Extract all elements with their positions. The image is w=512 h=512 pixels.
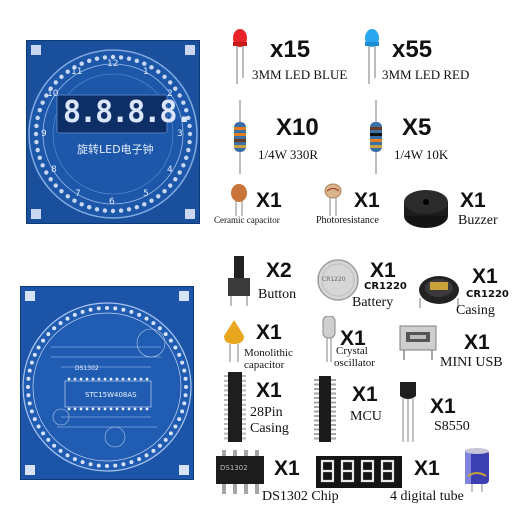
back-rtc-label: DS1302 [75,365,99,372]
s8550-label: S8550 [434,419,470,434]
monolithic-capacitor-icon [224,320,244,362]
led-red-label: 3MM LED RED [382,67,470,82]
mcu-chip-icon [314,376,336,442]
clock-number-6: 6 [109,197,115,207]
miniusb-qty: X1 [464,331,490,354]
buzzer-qty: X1 [460,189,486,212]
clock-number-5: 5 [143,189,149,199]
mcu-qty: X1 [352,383,378,406]
miniusb-label: MINI USB [440,355,503,370]
casing-label: Casing [456,303,495,318]
tube-label: 4 digital tube [390,489,464,504]
front-chinese-title: 旋转LED电子钟 [77,143,154,156]
ceramic-capacitor-icon [231,184,247,216]
clock-number-12: 12 [107,59,119,69]
battery-sub: CR1220 [364,281,407,292]
mini-usb-icon [399,325,437,360]
front-display-digits: 8.8.8.8. [63,95,193,130]
ceramic-qty: X1 [256,189,282,212]
buzzer-icon [404,190,448,228]
pcb-back-artwork [22,291,192,475]
electrolytic-capacitor-icon [465,448,489,492]
pin28-label-line2: Casing [250,421,289,436]
battery-label: Battery [352,295,394,310]
monolithic-qty: X1 [256,321,282,344]
ceramic-label: Ceramic capacitor [214,215,280,225]
pcb-front-artwork [28,45,198,219]
transistor-icon [400,382,416,442]
battery-holder-icon [419,276,459,308]
red-led-icon [233,29,247,84]
pcb-back-board: STC15W408AS DS1302 [20,286,194,480]
blue-led-icon [365,29,379,84]
casing-qty: X1 [472,265,498,288]
buzzer-label: Buzzer [458,213,498,228]
s8550-qty: X1 [430,395,456,418]
battery-printed-text: CR1220 [322,276,346,283]
crystal-qty: X1 [340,327,366,350]
digital-tube-icon [316,456,402,488]
pin28-label-line1: 28Pin [250,405,283,420]
led-blue-qty: x15 [270,36,311,63]
coin-battery-icon [317,259,359,301]
casing-sub: CR1220 [466,289,509,300]
clock-number-8: 8 [51,165,57,175]
pin28-qty: X1 [256,379,282,402]
mcu-label: MCU [350,409,382,424]
ds1302-chip-icon [216,450,264,494]
crystal-label-line1: Crystal [336,345,368,357]
photo-qty: X1 [354,189,380,212]
res-10k-qty: X5 [402,114,432,141]
crystal-oscillator-icon [322,316,336,362]
monolithic-label-line1: Monolithic [244,347,293,359]
push-button-icon [228,256,250,306]
monolithic-label-line2: capacitor [244,359,285,371]
ds1302-qty: X1 [274,457,300,480]
ds1302-label: DS1302 Chip [262,489,339,504]
ic-socket-28pin-icon [224,372,246,442]
led-blue-label: 3MM LED BLUE [252,67,348,82]
clock-number-1: 1 [143,67,149,77]
resistor-330-icon [234,100,246,174]
button-label: Button [258,287,297,302]
back-chip-label: STC15W408AS [85,391,137,399]
clock-number-3: 3 [177,129,183,139]
res-330-label: 1/4W 330R [258,147,319,162]
clock-number-10: 10 [47,89,59,99]
battery-qty: X1 [370,259,396,282]
tube-qty: X1 [414,457,440,480]
led-red-qty: x55 [392,36,433,63]
photo-label: Photoresistance [316,215,379,226]
clock-number-4: 4 [167,165,173,175]
clock-number-7: 7 [75,189,81,199]
res-330-qty: X10 [276,114,319,141]
res-10k-label: 1/4W 10K [394,147,449,162]
resistor-10k-icon [370,100,382,174]
ds1302-printed-text: DS1302 [220,464,248,472]
clock-number-11: 11 [71,67,83,77]
crystal-label-line2: oscillator [334,357,375,369]
photoresistor-icon [324,183,342,216]
button-qty: X2 [266,259,292,282]
pcb-front-board: 12 1 2 3 4 5 6 7 8 9 10 11 8.8.8.8. 旋转LE… [26,40,200,224]
clock-number-9: 9 [41,129,47,139]
clock-number-2: 2 [167,89,173,99]
